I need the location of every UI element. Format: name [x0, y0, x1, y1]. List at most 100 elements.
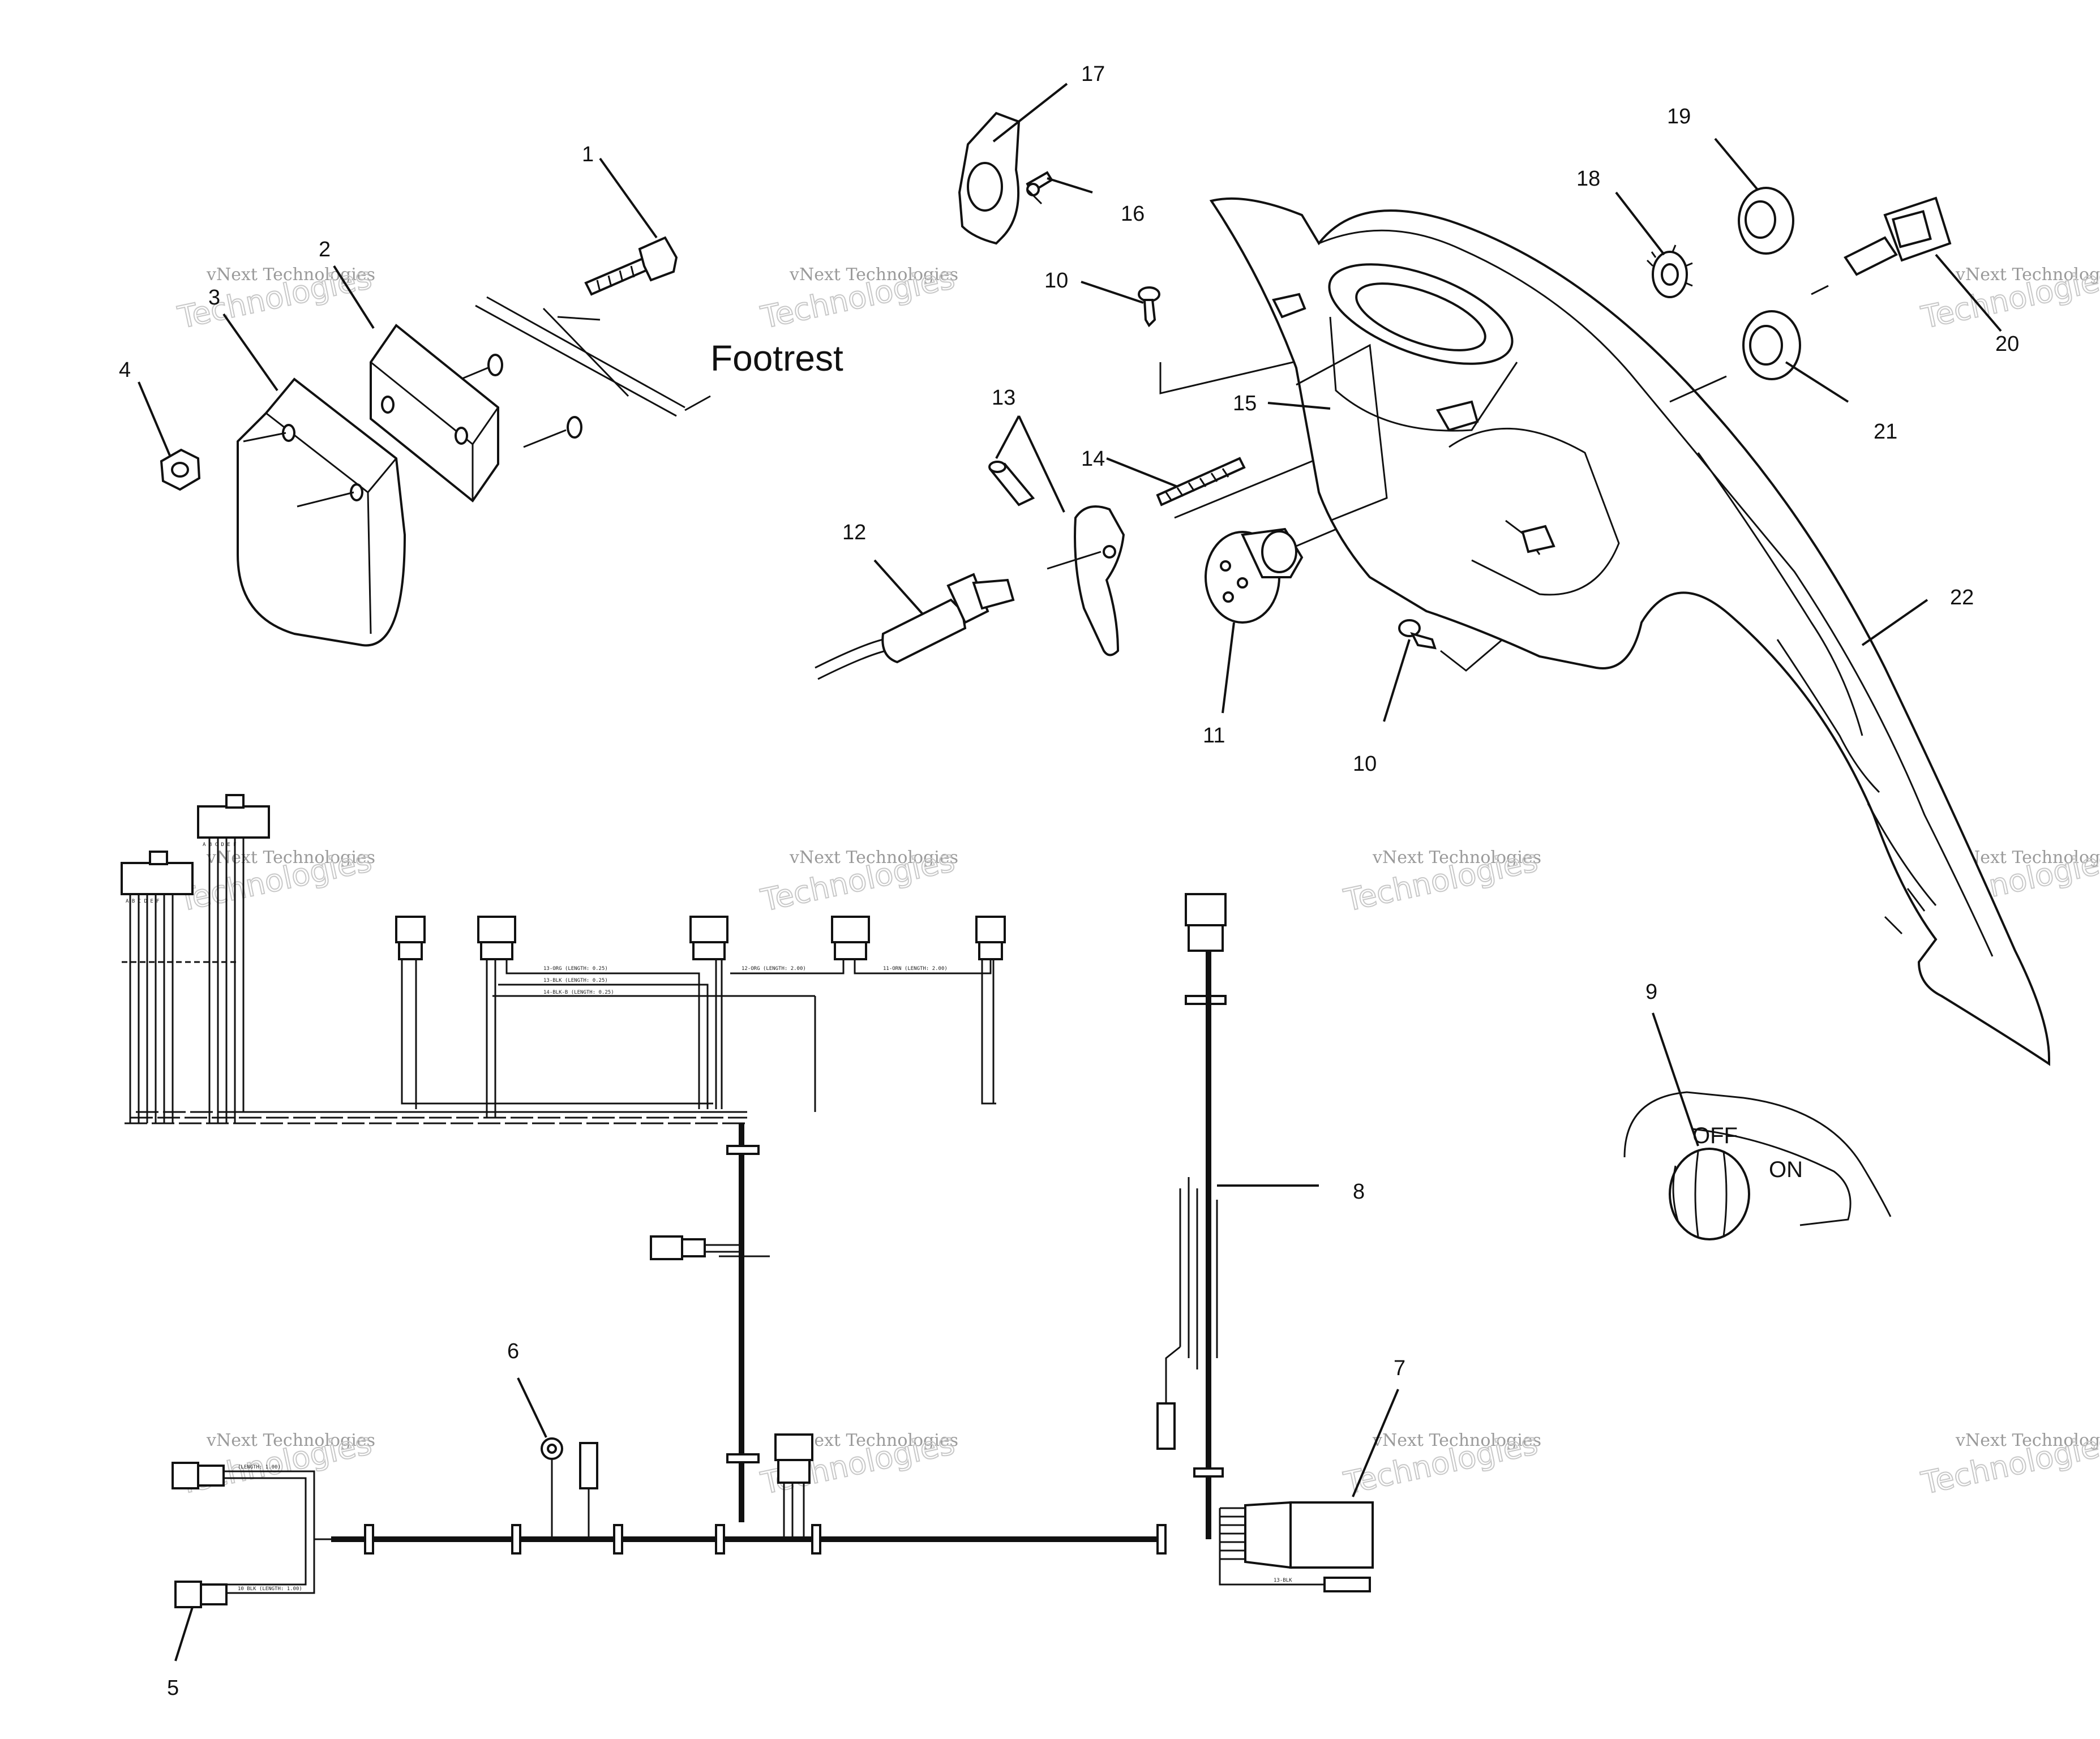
- nut-part: [160, 448, 201, 491]
- leader-line: [1106, 457, 1178, 488]
- assembly-guide-line: [1026, 188, 1043, 205]
- callout-11: 11: [1203, 724, 1225, 748]
- watermark-text: vNext Technologies: [789, 848, 958, 868]
- ignition-switch-part: [1205, 527, 1304, 624]
- leader-line: [995, 415, 1020, 459]
- harness-clip: [811, 1524, 821, 1555]
- callout-8: 8: [1353, 1180, 1365, 1204]
- callout-4: 4: [119, 358, 131, 382]
- harness-clip: [726, 1145, 760, 1155]
- lock-washer-part: [1646, 244, 1693, 298]
- watermark: vNext Technologies Technologies: [757, 259, 958, 336]
- leader-line: [1047, 177, 1093, 194]
- ignition-knob[interactable]: [1669, 1148, 1750, 1240]
- switch-off-label: OFF: [1692, 1123, 1738, 1148]
- bolt-part: [584, 236, 678, 296]
- leader-line: [517, 1377, 547, 1438]
- callout-6: 6: [507, 1339, 519, 1363]
- watermark-text: vNext Technologies: [1955, 1431, 2100, 1450]
- callout-3: 3: [208, 286, 220, 310]
- connector: [650, 1235, 706, 1260]
- wire-label: 14-BLK-B (LENGTH: 0.25): [543, 990, 614, 995]
- leader-line: [1383, 639, 1411, 722]
- leader-line: [1615, 191, 1665, 256]
- connector: A B C D E F: [121, 851, 194, 904]
- leader-line: [1222, 622, 1235, 714]
- callouts: 1 2 3 4 5 6 7 8 9 10 10 11 12 13 14 15 1…: [119, 62, 2019, 1700]
- leader-line: [873, 559, 924, 615]
- callout-22: 22: [1950, 586, 1974, 609]
- callout-20: 20: [1995, 332, 2019, 356]
- callout-21: 21: [1874, 420, 1897, 444]
- watermark: vNext Technologies Technologies: [174, 259, 375, 336]
- connector: [975, 916, 1006, 960]
- callout-19: 19: [1667, 105, 1691, 128]
- key-parts: [1646, 187, 1952, 403]
- footrest-rail-line: [475, 304, 677, 417]
- watermark: vNext Technologies Technologies: [174, 842, 375, 919]
- key-part: [1844, 196, 1952, 276]
- assembly-guide-line: [1811, 285, 1829, 295]
- assembly-guide-line: [1669, 375, 1727, 403]
- callout-16: 16: [1121, 202, 1145, 226]
- watermark-text: vNext Technologies: [789, 1431, 958, 1450]
- lever-part: [1074, 505, 1125, 656]
- watermark-text: vNext Technologies: [1955, 848, 2100, 868]
- wiring-harness: A B C D E F A B C D E F: [121, 794, 1374, 1608]
- harness-clip: [364, 1524, 374, 1555]
- pin-part: [1026, 171, 1053, 196]
- connector: [831, 916, 870, 960]
- wire-label: 11-ORN (LENGTH: 2.00): [883, 966, 948, 972]
- kill-switch-part: [815, 573, 1015, 680]
- assembly-guide-line: [523, 429, 567, 448]
- leader-line: [1352, 1389, 1399, 1497]
- harness-clip: [1193, 1467, 1224, 1478]
- spring-part: [1156, 457, 1246, 506]
- callout-12: 12: [842, 521, 866, 544]
- ignition-knob-detail: OFF ON: [1623, 1091, 1892, 1240]
- leader-line: [1652, 1012, 1699, 1147]
- assembly-guide-line: [1174, 457, 1319, 519]
- terminal-part: [1323, 1577, 1371, 1592]
- washer-part: [487, 354, 503, 376]
- watermark: vNext Technologies Technologies: [1918, 1425, 2100, 1502]
- harness-clip: [613, 1524, 623, 1555]
- callout-7: 7: [1394, 1356, 1405, 1380]
- leader-line: [1935, 254, 2002, 332]
- connector: [689, 916, 728, 960]
- leader-line: [1081, 281, 1144, 304]
- callout-9: 9: [1645, 980, 1657, 1004]
- screw-part: [1138, 286, 1160, 328]
- nut-ring-part: [1738, 187, 1794, 255]
- watermark: vNext Technologies Technologies: [1918, 259, 2100, 336]
- wire-label: 13-BLK (LENGTH: 0.25): [543, 978, 608, 984]
- assembly-guide-line: [542, 307, 629, 397]
- rubber-pad-part: [237, 377, 406, 647]
- watermark-text: vNext Technologies: [789, 265, 958, 285]
- harness-clip: [511, 1524, 521, 1555]
- wire-label: 13-BLK: [1274, 1578, 1292, 1583]
- connector: [174, 1581, 228, 1608]
- watermark: vNext Technologies Technologies: [174, 1425, 375, 1502]
- callout-10-top: 10: [1044, 269, 1068, 293]
- connector: [774, 1433, 813, 1484]
- leader-line: [222, 313, 278, 392]
- callout-14: 14: [1081, 447, 1105, 471]
- leader-line: [599, 157, 658, 239]
- harness-clip: [1156, 1524, 1167, 1555]
- watermark: vNext Technologies Technologies: [1340, 842, 1541, 919]
- leader-line: [1267, 402, 1331, 410]
- leader-line: [992, 83, 1068, 143]
- connector: [1185, 893, 1227, 952]
- wire-label: 10 BLK (LENGTH: 1.00): [238, 1586, 302, 1592]
- leader-line: [1018, 415, 1065, 513]
- connector: [477, 916, 516, 960]
- leader-line: [174, 1607, 194, 1661]
- wire-label: 13-ORG (LENGTH: 0.25): [543, 966, 608, 972]
- roll-pin-part: [988, 461, 1035, 506]
- connector-pin-label: A B C D E F: [203, 842, 237, 848]
- terminal-part: [1156, 1402, 1176, 1450]
- footrest-leader: [684, 395, 711, 411]
- callout-13: 13: [992, 386, 1015, 410]
